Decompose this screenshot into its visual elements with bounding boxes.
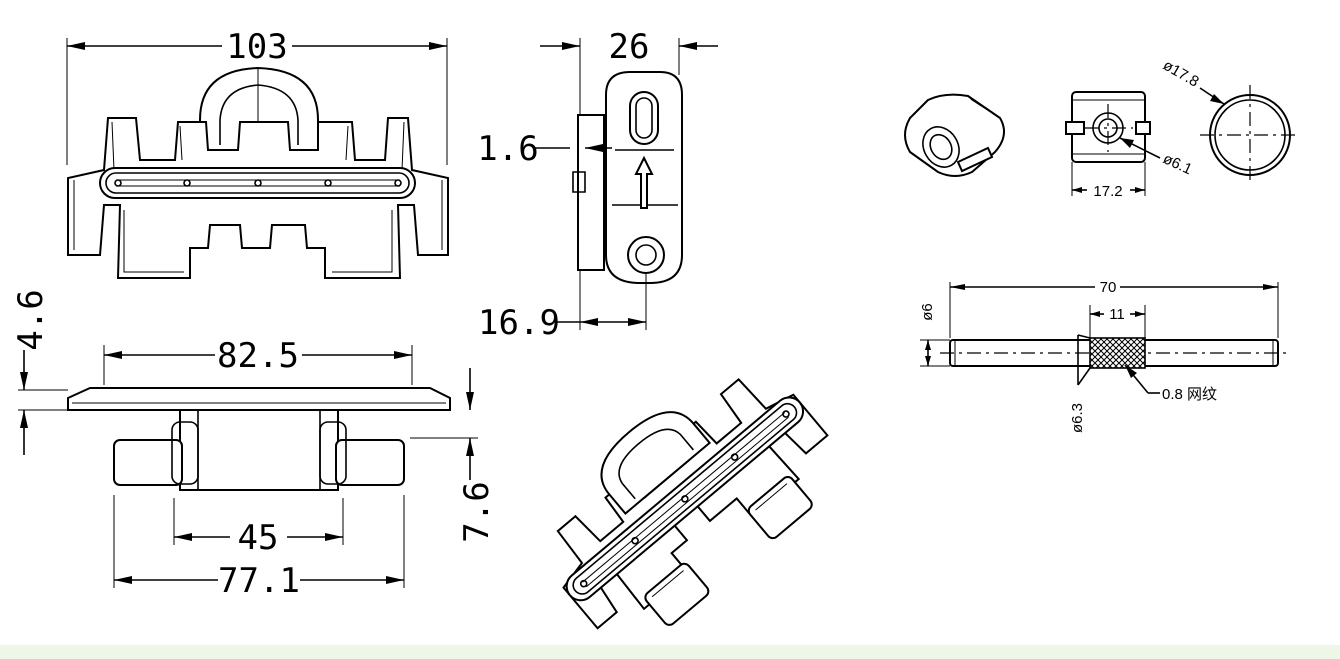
dimension-26: 26 xyxy=(540,27,718,118)
dim-45-label: 45 xyxy=(238,518,279,558)
dim-26-label: 26 xyxy=(609,27,650,67)
knurl-note-label: 0.8 网纹 xyxy=(1162,386,1217,403)
dim-4.6-label: 4.6 xyxy=(11,289,51,350)
dim-17.2-label: 17.2 xyxy=(1093,183,1122,200)
dim-70-label: 70 xyxy=(1100,279,1117,296)
dimension-103: 103 xyxy=(66,27,448,165)
dimension-6.3: ø6.3 xyxy=(1069,334,1091,433)
dim-6.1-label: ø6.1 xyxy=(1160,150,1194,178)
front-view: 82.5 4.6 7.6 xyxy=(11,289,497,601)
dimension-4.6: 4.6 xyxy=(11,289,68,455)
side-view: 26 1.6 16.9 xyxy=(477,27,718,343)
dimension-45: 45 xyxy=(173,498,344,558)
dim-6.3-label: ø6.3 xyxy=(1069,403,1086,433)
technical-drawing: 103 26 xyxy=(11,27,1300,630)
roller-side-view: ø6.1 17.2 xyxy=(1065,91,1195,200)
dim-1.6-label: 1.6 xyxy=(477,129,538,169)
dimension-6: ø6 xyxy=(919,303,950,367)
top-view: 103 xyxy=(66,27,449,279)
dim-16.9-label: 16.9 xyxy=(478,303,560,343)
dim-17.8-label: ø17.8 xyxy=(1160,57,1202,91)
dim-6-label: ø6 xyxy=(919,303,936,321)
dimension-70: 70 xyxy=(949,279,1279,338)
dim-77.1-label: 77.1 xyxy=(218,561,300,601)
dim-7.6-label: 7.6 xyxy=(457,481,497,542)
isometric-view xyxy=(556,377,829,630)
knurl-note: 0.8 网纹 xyxy=(1124,364,1217,403)
bottom-strip xyxy=(0,645,1340,659)
dimension-82.5: 82.5 xyxy=(103,336,413,385)
dimension-1.6: 1.6 xyxy=(477,129,612,169)
dimension-17.2: 17.2 xyxy=(1071,162,1146,200)
roller-iso-view xyxy=(904,93,1005,177)
dimension-7.6: 7.6 xyxy=(410,368,497,543)
dim-82.5-label: 82.5 xyxy=(217,336,299,376)
dim-103-label: 103 xyxy=(226,27,287,67)
dimension-17.8: ø17.8 xyxy=(1160,57,1225,105)
dim-11-label: 11 xyxy=(1109,306,1125,323)
pin-view: 70 11 ø6 ø6.3 0.8 xyxy=(919,279,1290,433)
dimension-77.1: 77.1 xyxy=(113,495,405,601)
dimension-11: 11 xyxy=(1089,305,1146,338)
dimension-16.9: 16.9 xyxy=(478,270,647,343)
